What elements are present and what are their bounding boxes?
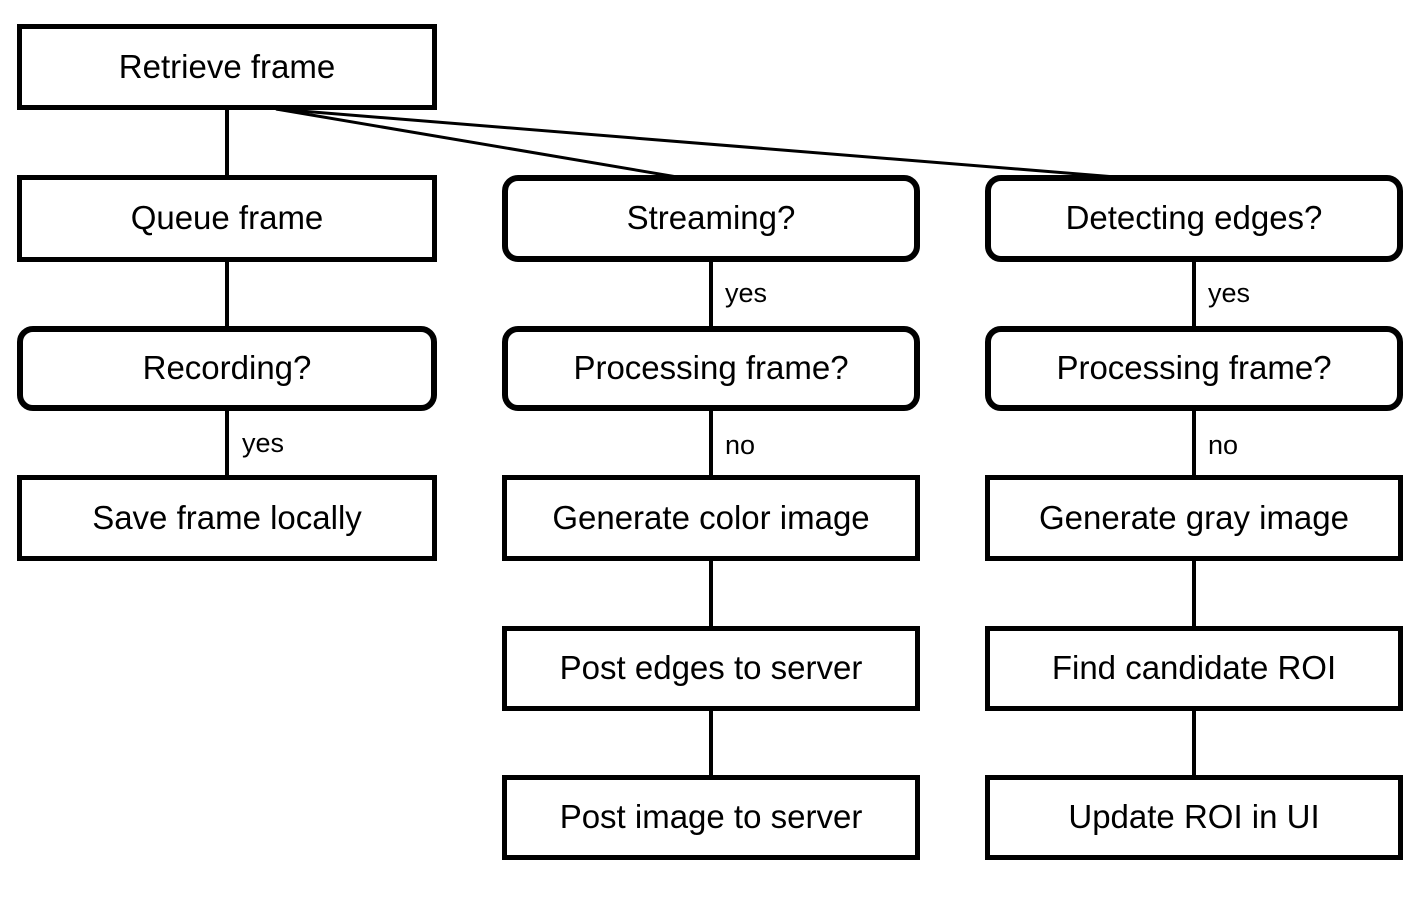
flow-node-post-image-to-server: Post image to server	[502, 775, 920, 860]
flow-node-processing-frame-decision-streaming: Processing frame?	[502, 326, 920, 411]
flow-node-processing-frame-decision-edges: Processing frame?	[985, 326, 1403, 411]
edge-label-detecting-yes: yes	[1206, 278, 1253, 308]
flow-node-generate-color-image: Generate color image	[502, 475, 920, 561]
flow-node-post-edges-to-server: Post edges to server	[502, 626, 920, 711]
flow-node-streaming-decision: Streaming?	[502, 175, 920, 262]
edge-label-processing-frame-no-edges: no	[1206, 430, 1241, 460]
flow-node-recording-decision: Recording?	[17, 326, 437, 411]
edge-label-streaming-yes: yes	[723, 278, 770, 308]
flow-node-detecting-edges-decision: Detecting edges?	[985, 175, 1403, 262]
flow-node-find-candidate-roi: Find candidate ROI	[985, 626, 1403, 711]
flow-node-queue-frame: Queue frame	[17, 175, 437, 262]
flow-node-save-frame-locally: Save frame locally	[17, 475, 437, 561]
flow-node-update-roi-in-ui: Update ROI in UI	[985, 775, 1403, 860]
edge-label-recording-yes: yes	[240, 428, 287, 458]
connector-retrieve-streaming	[275, 107, 684, 180]
connector-retrieve-detecting	[275, 107, 1129, 180]
flow-node-generate-gray-image: Generate gray image	[985, 475, 1403, 561]
flow-node-retrieve-frame: Retrieve frame	[17, 24, 437, 110]
edge-label-processing-frame-no-streaming: no	[723, 430, 758, 460]
